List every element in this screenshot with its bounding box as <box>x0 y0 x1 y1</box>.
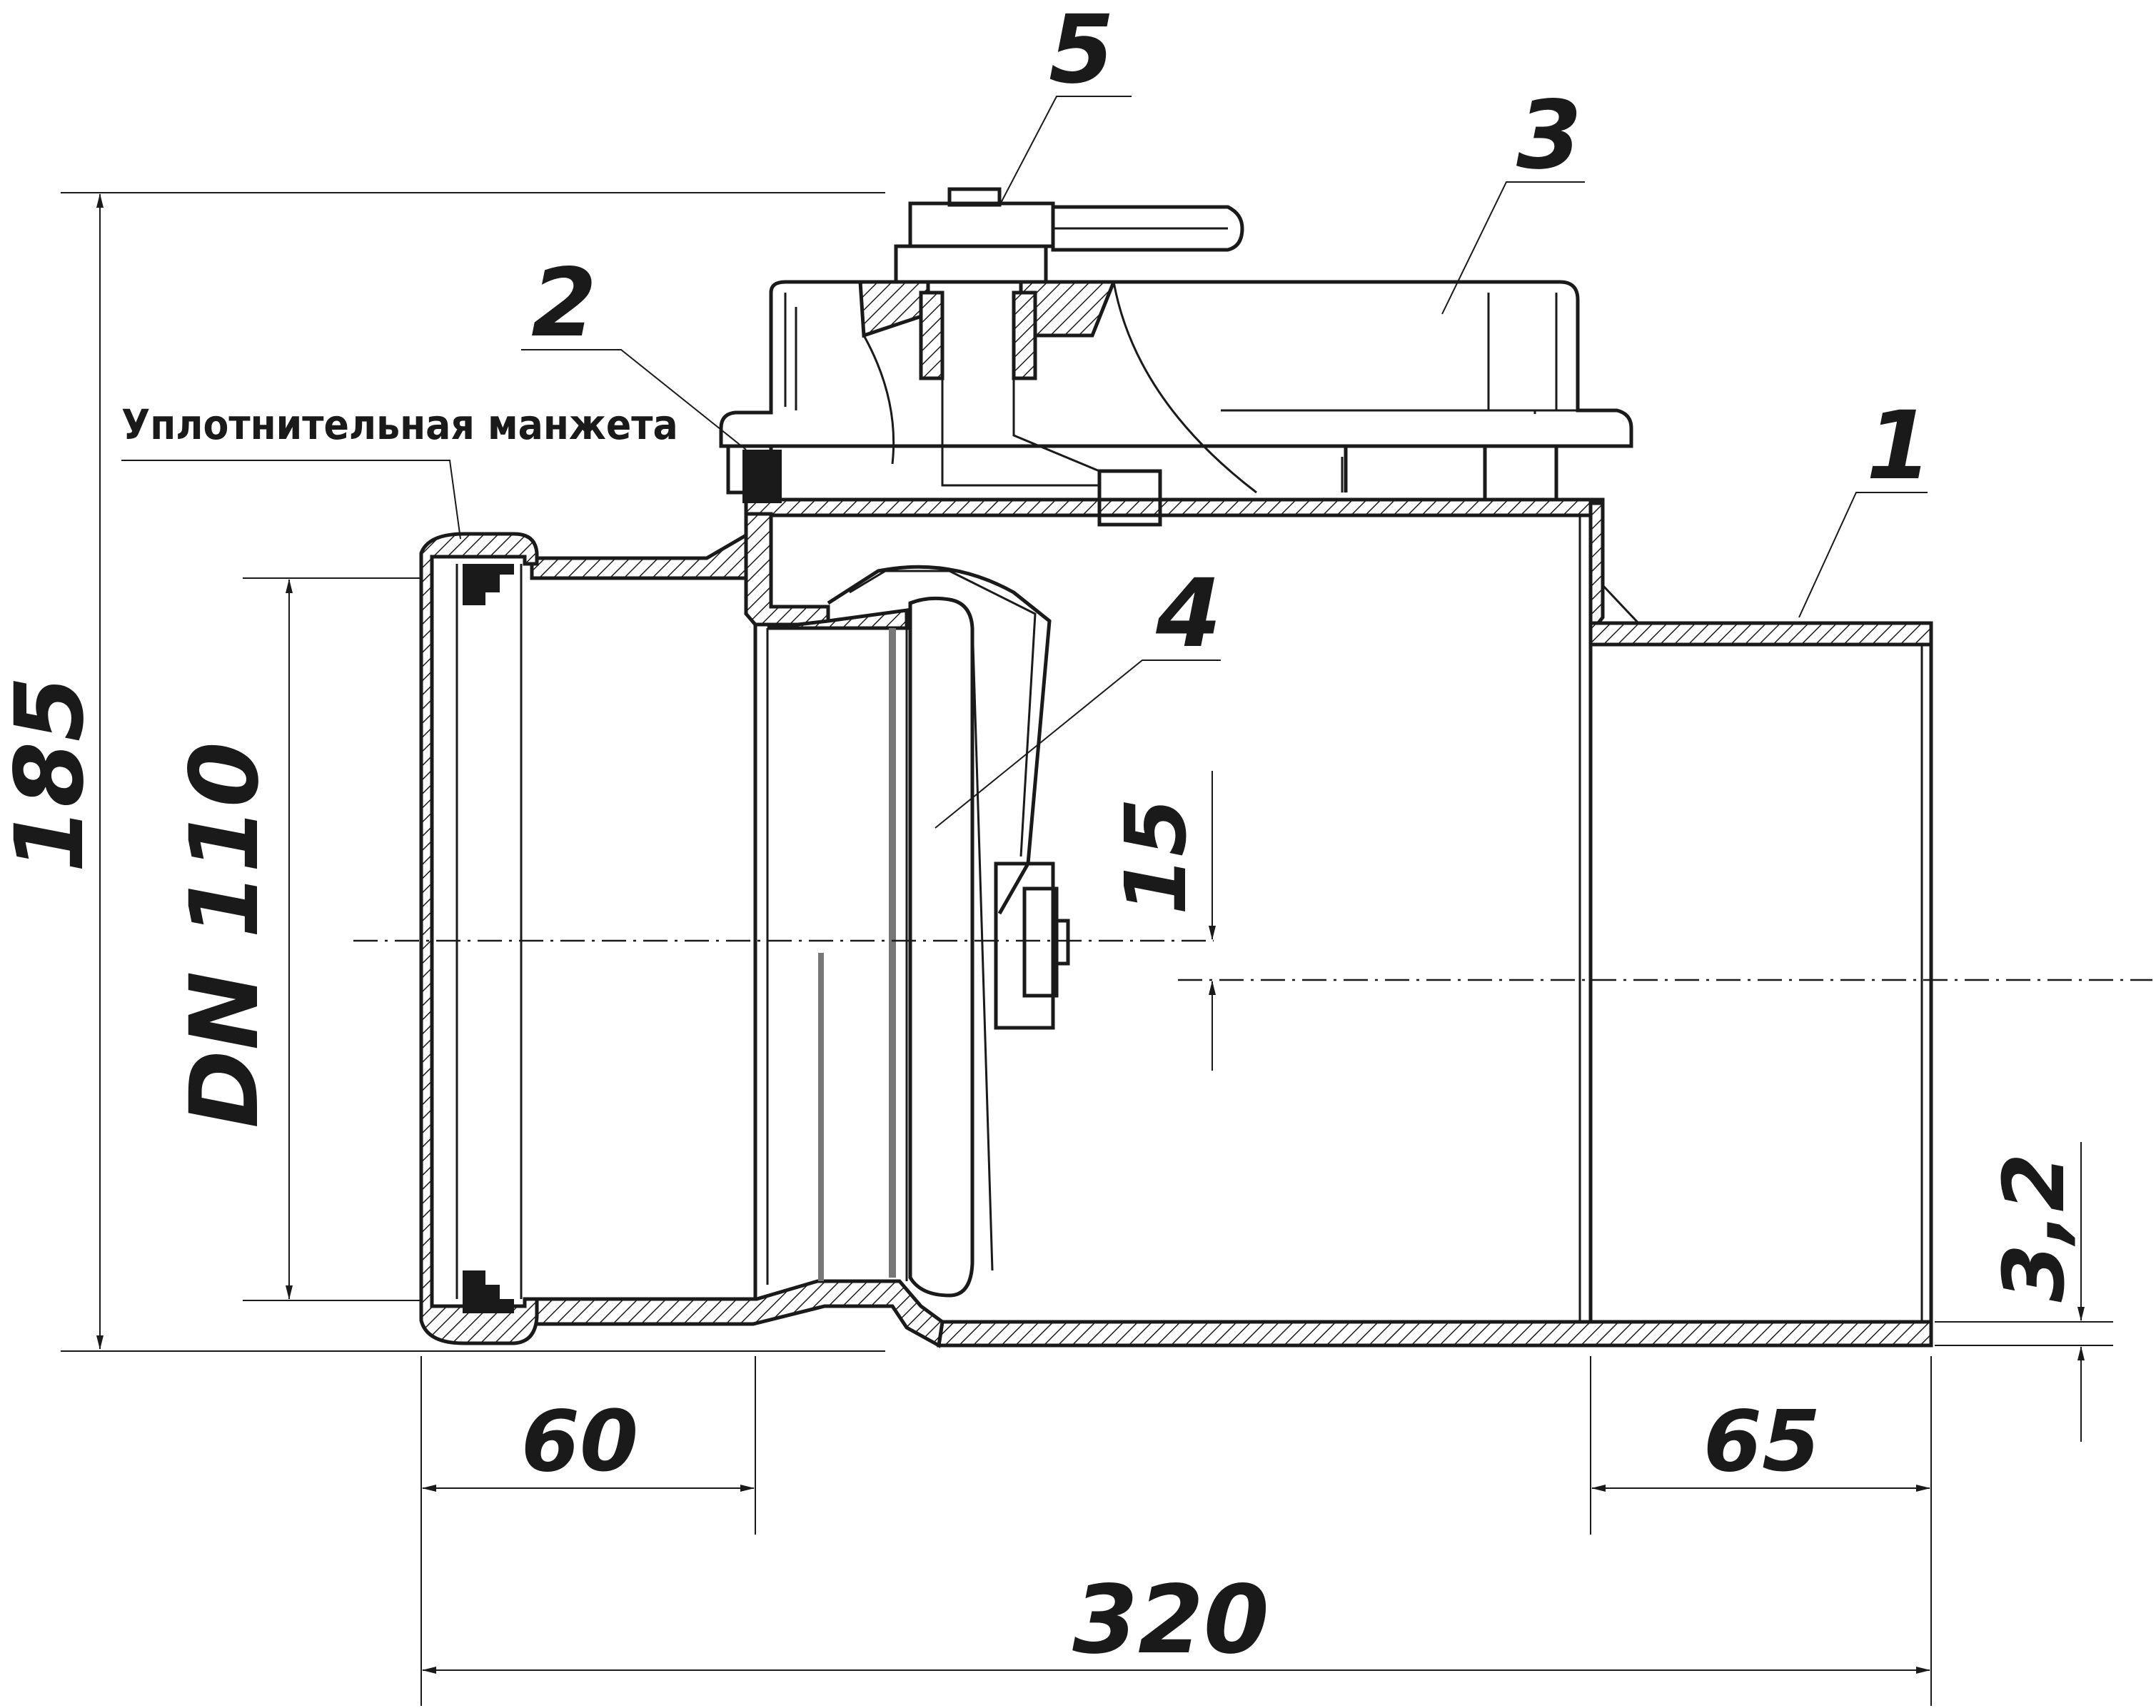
dim-wall-thickness: 3,2 <box>1985 1153 2083 1302</box>
dim-axis-offset: 15 <box>1107 798 1205 915</box>
handle-cap <box>908 201 1055 248</box>
handle-base <box>894 244 1048 284</box>
handle-lever <box>1051 205 1244 252</box>
callout-5: 5 <box>1049 0 1114 105</box>
dim-nominal-diameter: DN 110 <box>170 742 280 1128</box>
callout-1: 1 <box>1866 391 1932 501</box>
callout-3: 3 <box>1516 81 1582 191</box>
dim-total-height: 185 <box>0 676 105 873</box>
spigot-top-wall <box>1588 621 1933 647</box>
flap-disc <box>908 596 974 1298</box>
seal-profile-top <box>463 564 514 605</box>
housing-top-wall <box>744 497 1605 517</box>
spigot-bottom-wall <box>937 1320 1933 1348</box>
dim-total-length: 320 <box>1072 1565 1269 1675</box>
seal-label: Уплотнительная манжета <box>121 400 678 449</box>
cover <box>719 280 1633 448</box>
callout-2: 2 <box>531 248 597 358</box>
socket-top-wall <box>530 532 748 580</box>
dim-spigot-length: 65 <box>1703 1392 1820 1490</box>
leader-lines <box>121 96 1928 829</box>
flap-hub <box>994 861 1055 1030</box>
dim-socket-length: 60 <box>521 1392 638 1490</box>
seal-profile-bottom <box>463 1270 514 1313</box>
housing-right-wall <box>1588 501 1605 630</box>
flap-arm <box>827 565 1052 915</box>
dimension-lines <box>61 192 2113 1706</box>
socket-lip <box>419 532 539 1345</box>
callout-4: 4 <box>1155 559 1221 669</box>
valve-body <box>419 187 1933 1348</box>
flap-seat <box>767 627 908 1281</box>
socket-bottom-wall <box>530 1279 944 1348</box>
cover-seal <box>742 450 782 503</box>
